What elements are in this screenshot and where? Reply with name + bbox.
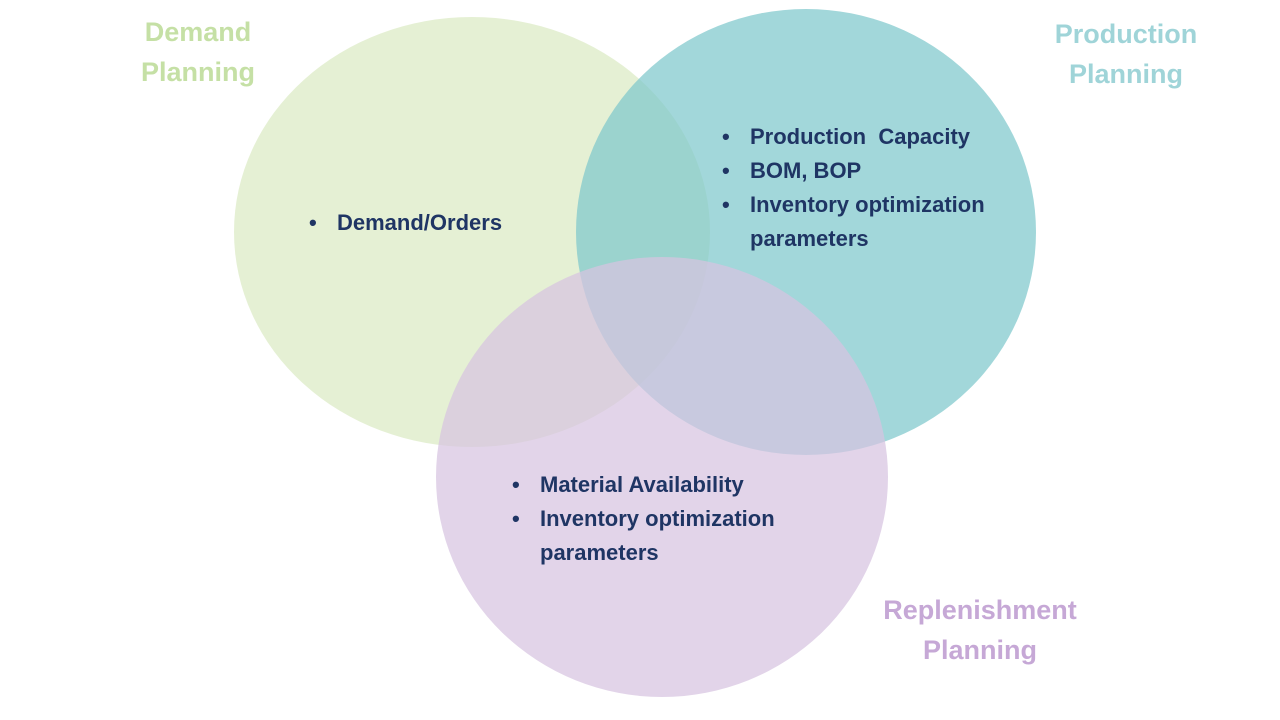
replenishment-label-line2: Planning [923, 635, 1037, 665]
demand-items-list: • Demand/Orders [305, 206, 502, 240]
list-item: • Inventory optimization [508, 502, 775, 536]
replenishment-planning-label: Replenishment Planning [866, 590, 1094, 670]
bullet-icon: • [722, 124, 730, 149]
item-text: Demand/Orders [337, 210, 503, 235]
list-item-continuation: parameters [508, 536, 775, 570]
bullet-icon: • [512, 506, 520, 531]
list-item: • BOM, BOP [718, 154, 985, 188]
production-planning-label: Production Planning [1040, 14, 1212, 94]
bullet-icon: • [309, 210, 317, 235]
bullet-icon: • [512, 472, 520, 497]
demand-label-line1: Demand [144, 17, 252, 47]
production-label-line1: Production [1054, 19, 1198, 49]
bullet-icon: • [722, 158, 730, 183]
list-item-continuation: parameters [718, 222, 985, 256]
list-item: • Demand/Orders [305, 206, 502, 240]
item-text: parameters [540, 540, 659, 565]
item-text: Material Availability [540, 472, 744, 497]
list-item: • Production Capacity [718, 120, 985, 154]
replenishment-planning-circle [436, 257, 888, 697]
demand-label-line2: Planning [141, 57, 255, 87]
list-item: • Inventory optimization [718, 188, 985, 222]
item-text: Production Capacity [750, 124, 971, 149]
item-text: parameters [750, 226, 869, 251]
bullet-icon: • [722, 192, 730, 217]
list-item: • Material Availability [508, 468, 775, 502]
replenishment-items-list: • Material Availability • Inventory opti… [508, 468, 775, 570]
production-items-list: • Production Capacity • BOM, BOP • Inven… [718, 120, 985, 256]
item-text: Inventory optimization [750, 192, 985, 217]
demand-planning-label: Demand Planning [128, 12, 268, 92]
replenishment-label-line1: Replenishment [883, 595, 1077, 625]
production-label-line2: Planning [1069, 59, 1183, 89]
item-text: Inventory optimization [540, 506, 775, 531]
item-text: BOM, BOP [750, 158, 862, 183]
